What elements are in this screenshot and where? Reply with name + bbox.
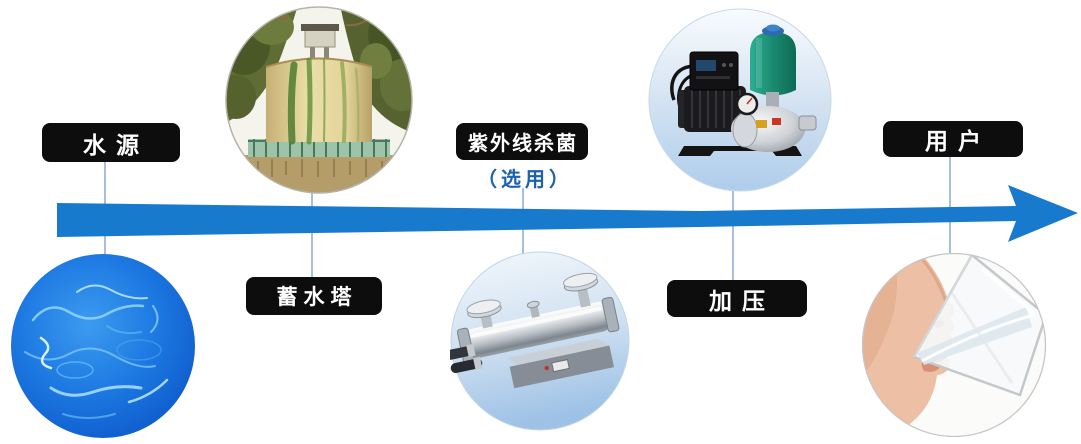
stage-label-storage-tower: 蓄水塔 (246, 277, 382, 315)
connector-line-storage-tower (311, 193, 313, 278)
uv-sterilizer-photo (445, 251, 630, 431)
uv-sterilizer-illustration (445, 251, 630, 431)
water-surface-illustration (11, 254, 195, 438)
water-surface-photo (11, 254, 195, 438)
booster-pump-photo (648, 8, 832, 192)
stage-label-water-source: 水源 (42, 123, 180, 162)
water-tower-photo (224, 5, 414, 195)
connector-line-end-user (949, 156, 951, 255)
stage-note-optional: （选用） (477, 169, 573, 191)
stage-label-uv-sterilizer: 紫外线杀菌 (456, 123, 588, 160)
person-drinking-illustration (861, 252, 1047, 438)
booster-pump-illustration (648, 8, 832, 192)
stage-label-end-user: 用户 (883, 121, 1023, 157)
connector-line-pressurization (732, 190, 734, 281)
person-drinking-photo (861, 252, 1047, 438)
water-tower-illustration (225, 6, 413, 194)
stage-label-pressurization: 加压 (667, 280, 807, 317)
